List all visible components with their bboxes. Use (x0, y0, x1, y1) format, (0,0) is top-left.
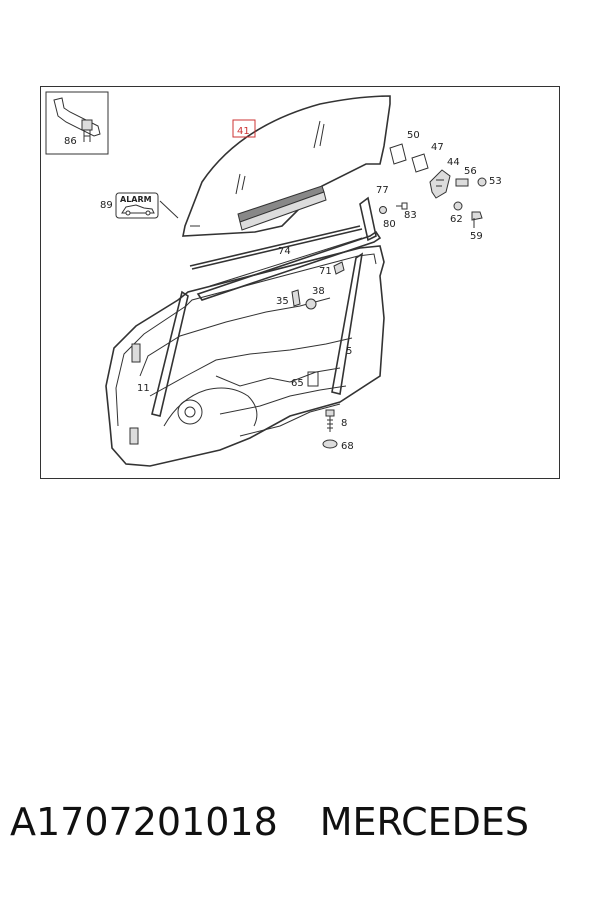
callout-65: 65 (291, 378, 304, 389)
car-silhouette-icon (121, 204, 155, 214)
callout-83: 83 (404, 210, 417, 221)
footer-caption: A1707201018 MERCEDES (10, 800, 590, 860)
callout-74: 74 (278, 246, 291, 257)
callout-56: 56 (464, 166, 477, 177)
exploded-parts-diagram: 86 ALARM 89 41 74 77 80 83 50 47 44 56 (40, 86, 560, 479)
callout-68: 68 (341, 441, 354, 452)
callout-59: 59 (470, 231, 483, 242)
callout-50: 50 (407, 130, 420, 141)
callout-89: 89 (100, 200, 113, 211)
part-number: A1707201018 (10, 800, 278, 844)
window-glass (182, 95, 391, 237)
callout-62: 62 (450, 214, 463, 225)
callout-38: 38 (312, 286, 325, 297)
callout-41: 41 (237, 126, 250, 137)
alarm-text: ALARM (120, 195, 152, 204)
callout-53: 53 (489, 176, 502, 187)
callout-35: 35 (276, 296, 289, 307)
callout-8: 8 (341, 418, 347, 429)
callout-86: 86 (64, 136, 77, 147)
callout-80: 80 (383, 219, 396, 230)
inset-box-86 (45, 91, 109, 155)
callout-71: 71 (319, 266, 332, 277)
callout-5: 5 (346, 346, 352, 357)
door-panel (105, 245, 385, 467)
glass-rail (237, 185, 327, 231)
callout-11: 11 (137, 383, 150, 394)
callout-44: 44 (447, 157, 460, 168)
brand-name: MERCEDES (319, 800, 530, 844)
alarm-badge: ALARM (115, 192, 159, 219)
diagram-frame (40, 86, 560, 479)
callout-47: 47 (431, 142, 444, 153)
highlight-41 (232, 119, 256, 138)
callout-77: 77 (376, 185, 389, 196)
